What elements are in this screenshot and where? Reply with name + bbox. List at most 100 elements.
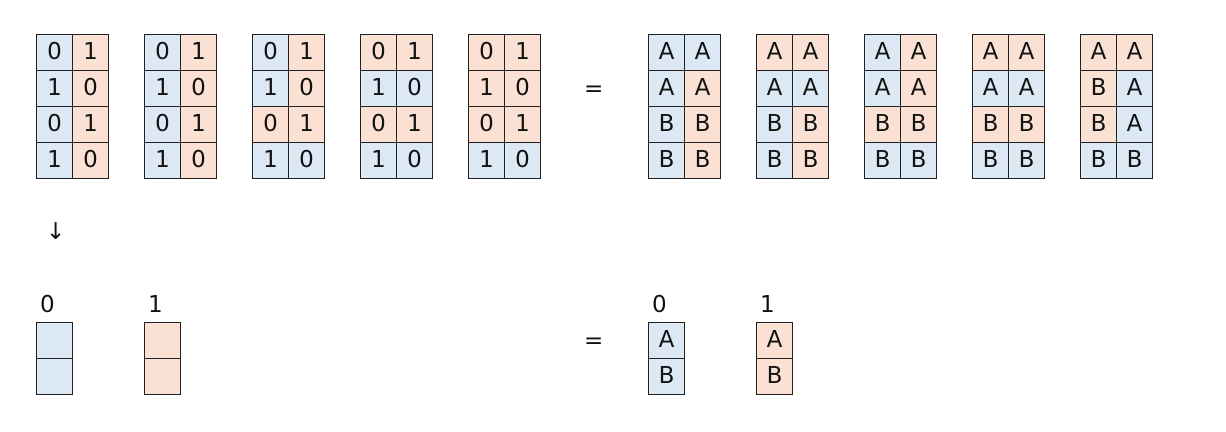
grid-cell: 0 (397, 143, 433, 179)
down-arrow-icon: ↓ (46, 219, 66, 245)
grid-cell: B (757, 143, 793, 179)
grid-cell: 0 (469, 107, 505, 143)
grid-cell: B (865, 143, 901, 179)
grid-cell: B (865, 107, 901, 143)
column-cell (145, 323, 181, 359)
grid-cell: 0 (469, 35, 505, 71)
grid-cell: B (901, 143, 937, 179)
grid-cell: A (685, 35, 721, 71)
grid-cell: 1 (37, 143, 73, 179)
grid-cell: B (973, 143, 1009, 179)
grid-cell: B (685, 143, 721, 179)
grid-cell: 1 (73, 35, 109, 71)
column-cell (37, 323, 73, 359)
grid-cell: A (1117, 35, 1153, 71)
letter-column-0-label: 0 (652, 292, 667, 318)
grid-cell: A (793, 71, 829, 107)
column-cell: A (757, 323, 793, 359)
grid-cell: 0 (73, 71, 109, 107)
grid-cell: B (901, 107, 937, 143)
grid-cell: A (901, 35, 937, 71)
grid-cell: 1 (469, 143, 505, 179)
column-cell: A (649, 323, 685, 359)
grid-cell: B (1081, 71, 1117, 107)
grid-cell: B (649, 143, 685, 179)
grid-cell: B (1009, 143, 1045, 179)
grid-cell: A (865, 71, 901, 107)
grid-cell: B (649, 107, 685, 143)
grid-cell: 1 (361, 143, 397, 179)
letter-column-1-label: 1 (760, 292, 775, 318)
grid-cell: A (865, 35, 901, 71)
grid-cell: 1 (253, 71, 289, 107)
column-cell (37, 359, 73, 395)
grid-cell: 0 (37, 107, 73, 143)
color-column-1-label: 1 (148, 292, 163, 318)
grid-cell: 1 (181, 107, 217, 143)
grid-cell: 0 (505, 143, 541, 179)
grid-cell: 1 (73, 107, 109, 143)
grid-cell: 1 (361, 71, 397, 107)
grid-cell: 0 (397, 71, 433, 107)
grid-cell: 0 (73, 143, 109, 179)
grid-cell: 1 (397, 107, 433, 143)
grid-cell: 0 (253, 107, 289, 143)
equals-sign-top: = (584, 76, 604, 102)
grid-cell: 1 (469, 71, 505, 107)
grid-cell: 1 (505, 107, 541, 143)
column-cell: B (757, 359, 793, 395)
grid-cell: A (1009, 35, 1045, 71)
grid-cell: B (1117, 143, 1153, 179)
grid-cell: 0 (505, 71, 541, 107)
grid-cell: 1 (145, 143, 181, 179)
grid-cell: 1 (37, 71, 73, 107)
grid-cell: 1 (145, 71, 181, 107)
grid-cell: 0 (289, 143, 325, 179)
grid-cell: B (973, 107, 1009, 143)
grid-cell: A (649, 35, 685, 71)
column-cell: B (649, 359, 685, 395)
grid-cell: 0 (289, 71, 325, 107)
grid-cell: B (793, 143, 829, 179)
grid-cell: A (757, 71, 793, 107)
grid-cell: 0 (181, 143, 217, 179)
grid-cell: A (973, 35, 1009, 71)
grid-cell: B (1081, 143, 1117, 179)
grid-cell: A (685, 71, 721, 107)
grid-cell: A (649, 71, 685, 107)
grid-cell: B (685, 107, 721, 143)
grid-cell: 1 (181, 35, 217, 71)
grid-cell: 0 (361, 107, 397, 143)
grid-cell: A (973, 71, 1009, 107)
grid-cell: A (1009, 71, 1045, 107)
grid-cell: A (901, 71, 937, 107)
grid-cell: 1 (289, 107, 325, 143)
grid-cell: B (757, 107, 793, 143)
grid-cell: 0 (145, 107, 181, 143)
grid-cell: A (757, 35, 793, 71)
grid-cell: A (793, 35, 829, 71)
grid-cell: 0 (145, 35, 181, 71)
grid-cell: 0 (181, 71, 217, 107)
grid-cell: 0 (361, 35, 397, 71)
grid-cell: B (1081, 107, 1117, 143)
grid-cell: 0 (37, 35, 73, 71)
grid-cell: A (1117, 107, 1153, 143)
color-column-0 (36, 322, 73, 395)
grid-cell: 1 (505, 35, 541, 71)
grid-cell: 1 (289, 35, 325, 71)
grid-cell: A (1081, 35, 1117, 71)
color-column-0-label: 0 (40, 292, 55, 318)
grid-cell: B (1009, 107, 1045, 143)
